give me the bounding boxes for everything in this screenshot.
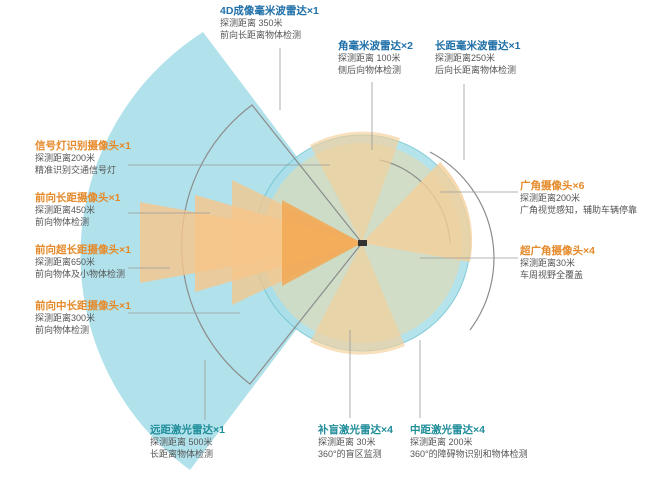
wide-camera-range: 探测距离200米	[520, 193, 581, 204]
label-long-radar: 长距毫米波雷达×1 探测距离250米 后向长距离物体检测	[435, 40, 520, 76]
corner-radar-range: 探测距离 100米	[338, 53, 401, 64]
mid-lidar-title: 中距激光雷达×4	[410, 424, 485, 436]
wide-camera-fan-right	[362, 162, 473, 262]
wide-camera-title: 广角摄像头×6	[520, 180, 585, 192]
blind-lidar-desc: 360°的盲区监测	[318, 448, 382, 459]
front-mid-camera-range: 探测距离300米	[35, 313, 96, 324]
radar-4d-range: 探测距离 350米	[220, 18, 283, 29]
radar-4d-title: 4D成像毫米波雷达×1	[220, 5, 319, 17]
label-radar-4d: 4D成像毫米波雷达×1 探测距离 350米 前向长距离物体检测	[220, 5, 319, 41]
traffic-camera-title: 信号灯识别摄像头×1	[35, 140, 131, 152]
wide-camera-fan-top	[310, 131, 400, 243]
front-long-camera-title: 前向长距摄像头×1	[35, 192, 121, 204]
far-lidar-title: 远距激光雷达×1	[150, 424, 225, 436]
corner-radar-title: 角毫米波雷达×2	[338, 40, 413, 52]
far-lidar-range: 探测距离 500米	[150, 437, 213, 448]
corner-radar-desc: 侧后向物体检测	[338, 64, 402, 75]
vehicle-marker	[358, 240, 367, 246]
label-front-mid-camera: 前向中长距摄像头×1 探测距离300米 前向物体检测	[35, 300, 131, 336]
mid-lidar-desc: 360°的障碍物识别和物体检测	[410, 448, 528, 459]
ultra-wide-camera-desc: 车周视野全覆盖	[520, 269, 584, 280]
mid-lidar-range: 探测距离 200米	[410, 437, 473, 448]
label-far-lidar: 远距激光雷达×1 探测距离 500米 长距离物体检测	[150, 424, 225, 460]
front-ultra-camera-desc: 前向物体及小物体检测	[35, 268, 126, 279]
leader-lines	[128, 48, 518, 420]
ultra-wide-camera-range: 探测距离30米	[520, 258, 576, 269]
label-ultra-wide-camera: 超广角摄像头×4 探测距离30米 车周视野全覆盖	[520, 245, 595, 281]
front-ultra-camera-title: 前向超长距摄像头×1	[35, 244, 131, 256]
front-long-camera-range: 探测距离450米	[35, 205, 96, 216]
front-camera-core-fan	[282, 200, 362, 286]
wide-camera-desc: 广角视觉感知，辅助车辆停靠	[520, 204, 638, 215]
ultra-wide-camera-title: 超广角摄像头×4	[520, 245, 595, 257]
long-radar-title: 长距毫米波雷达×1	[435, 40, 521, 52]
long-radar-range-arc	[429, 151, 495, 331]
label-front-long-camera: 前向长距摄像头×1 探测距离450米 前向物体检测	[35, 192, 120, 228]
label-wide-camera: 广角摄像头×6 探测距离200米 广角视觉感知，辅助车辆停靠	[520, 180, 637, 216]
front-mid-camera-title: 前向中长距摄像头×1	[35, 300, 131, 312]
label-front-ultra-camera: 前向超长距摄像头×1 探测距离650米 前向物体及小物体检测	[35, 244, 131, 280]
traffic-camera-desc: 精准识别交通信号灯	[35, 164, 117, 175]
front-long-camera-desc: 前向物体检测	[35, 216, 90, 227]
front-mid-camera-desc: 前向物体检测	[35, 324, 90, 335]
far-lidar-desc: 长距离物体检测	[150, 448, 214, 459]
blind-lidar-range: 探测距离 30米	[318, 437, 376, 448]
label-corner-radar: 角毫米波雷达×2 探测距离 100米 侧后向物体检测	[338, 40, 413, 76]
label-mid-lidar: 中距激光雷达×4 探测距离 200米 360°的障碍物识别和物体检测	[410, 424, 528, 460]
label-traffic-camera: 信号灯识别摄像头×1 探测距离200米 精准识别交通信号灯	[35, 140, 131, 176]
wide-camera-fan-bottom	[310, 243, 405, 355]
front-ultra-camera-range: 探测距离650米	[35, 257, 96, 268]
long-radar-range: 探测距离250米	[435, 53, 496, 64]
radar-4d-desc: 前向长距离物体检测	[220, 29, 302, 40]
traffic-camera-range: 探测距离200米	[35, 153, 96, 164]
label-blind-lidar: 补盲激光雷达×4 探测距离 30米 360°的盲区监测	[318, 424, 393, 460]
long-radar-desc: 后向长距离物体检测	[435, 64, 517, 75]
blind-lidar-title: 补盲激光雷达×4	[318, 424, 393, 436]
